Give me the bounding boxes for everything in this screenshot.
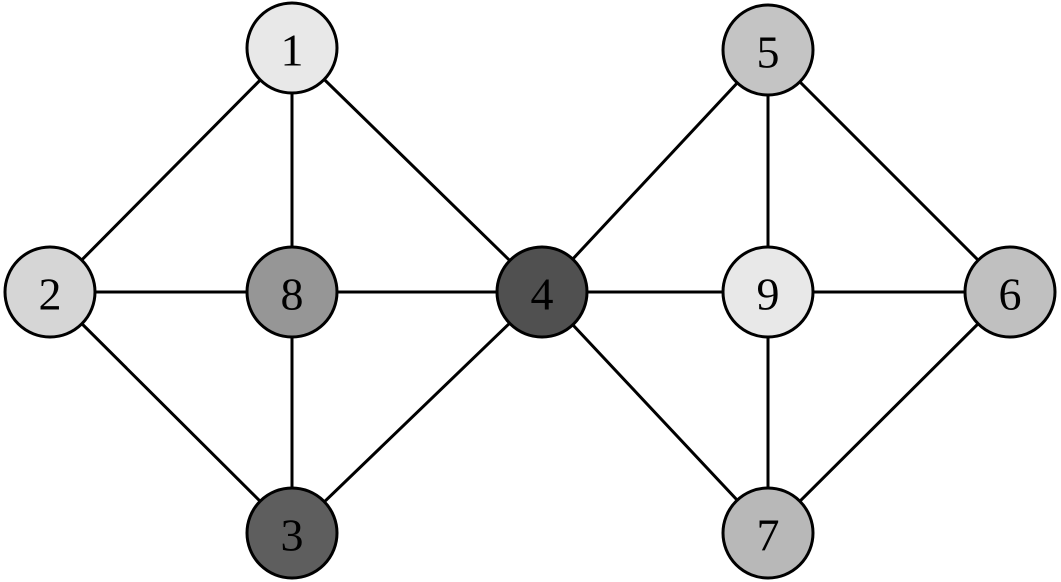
node-label-2: 2 xyxy=(39,269,62,320)
node-7: 7 xyxy=(721,486,815,580)
node-label-5: 5 xyxy=(757,27,780,78)
edge-4-5 xyxy=(540,48,770,294)
node-9: 9 xyxy=(721,245,815,339)
node-label-7: 7 xyxy=(757,510,780,561)
node-6: 6 xyxy=(963,245,1057,339)
edge-1-4 xyxy=(290,46,544,294)
node-circle-9 xyxy=(721,245,815,339)
edge-1-2 xyxy=(48,46,294,294)
edge-2-3 xyxy=(48,290,294,535)
node-circle-8 xyxy=(245,245,339,339)
node-8: 8 xyxy=(245,245,339,339)
node-circle-1 xyxy=(245,1,339,95)
edge-4-7 xyxy=(540,290,770,535)
node-label-3: 3 xyxy=(281,510,304,561)
edge-5-6 xyxy=(766,48,1012,294)
node-circle-6 xyxy=(963,245,1057,339)
nodes-layer: 1 2 3 4 5 6 7 8 9 xyxy=(3,1,1057,580)
edge-6-7 xyxy=(766,290,1012,535)
node-5: 5 xyxy=(721,3,815,97)
node-circle-7 xyxy=(721,486,815,580)
node-2: 2 xyxy=(3,245,97,339)
node-label-4: 4 xyxy=(531,269,554,320)
node-3: 3 xyxy=(245,486,339,580)
node-circle-4 xyxy=(495,245,589,339)
node-label-9: 9 xyxy=(757,269,780,320)
node-label-8: 8 xyxy=(281,269,304,320)
node-1: 1 xyxy=(245,1,339,95)
node-circle-5 xyxy=(721,3,815,97)
node-label-6: 6 xyxy=(999,269,1022,320)
node-circle-2 xyxy=(3,245,97,339)
node-4: 4 xyxy=(495,245,589,339)
node-label-1: 1 xyxy=(281,25,304,76)
edge-3-4 xyxy=(290,290,544,535)
node-circle-3 xyxy=(245,486,339,580)
